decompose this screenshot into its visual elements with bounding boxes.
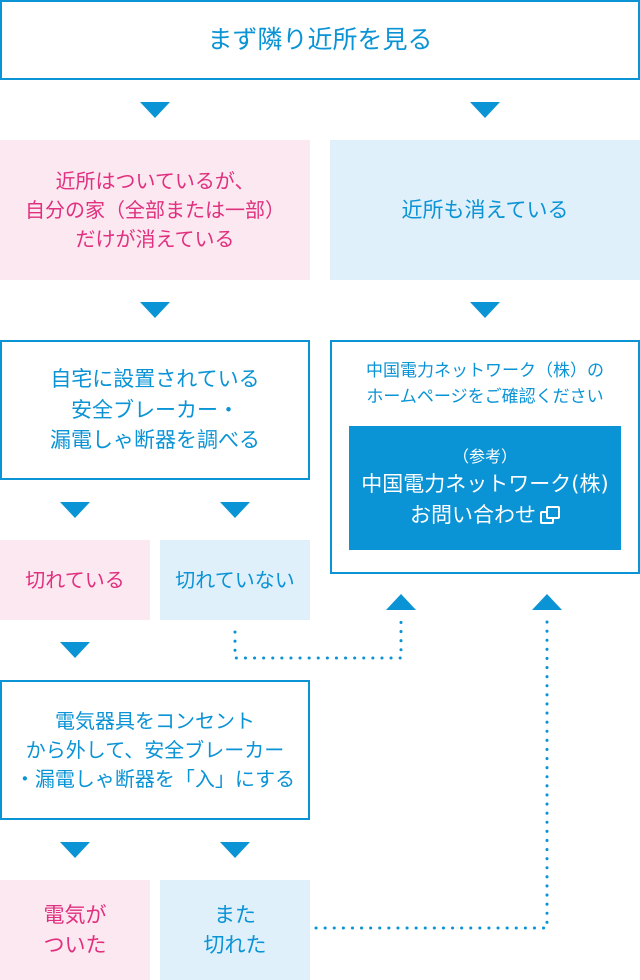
case-line: 近所はついているが、 [55,168,255,193]
arrow-down-icon [470,102,500,118]
link-action-row: お問い合わせ [410,500,560,532]
link-action: お問い合わせ [410,503,536,527]
step-line: 漏電しゃ断器を調べる [50,428,260,453]
link-sub: （参考） [452,446,517,466]
arrow-down-icon [220,502,250,518]
result-line: 電気が [43,902,107,927]
case-line: 近所も消えている [401,197,569,222]
result-tripped-again: また 切れた [160,880,310,980]
result-not-tripped: 切れていない [160,540,310,620]
case-neighborhood-out: 近所も消えている [330,140,640,280]
step-line: ・漏電しゃ断器を「入」にする [14,766,296,791]
arrow-down-icon [60,502,90,518]
case-line: 自分の家（全部または一部） [25,197,285,222]
result-line: また [214,902,256,927]
arrow-down-icon [140,302,170,318]
result-line: 切れた [203,933,267,957]
step-line: 自宅に設置されている [50,367,260,392]
arrow-up-icon [532,594,562,610]
arrow-down-icon [140,102,170,118]
link-name: 中国電力ネットワーク(株) [361,471,609,496]
contact-link-button[interactable]: （参考） 中国電力ネットワーク(株) お問い合わせ [349,426,621,550]
arrow-down-icon [470,302,500,318]
external-link-icon [540,506,560,524]
step-check-neighbors-label: まず隣り近所を見る [207,24,433,54]
contact-line: 中国電力ネットワーク（株）の [366,361,604,381]
case-only-my-house-out: 近所はついているが、 自分の家（全部または一部） だけが消えている [0,140,310,280]
arrow-down-icon [220,842,250,858]
step-check-breaker: 自宅に設置されている 安全ブレーカー・ 漏電しゃ断器を調べる [0,340,310,480]
arrow-up-icon [386,594,416,610]
step-line: 電気器具をコンセント [55,708,255,733]
step-line: 安全ブレーカー・ [71,397,239,422]
arrow-down-icon [60,842,90,858]
case-line: だけが消えている [75,226,235,251]
step-unplug-and-reset: 電気器具をコンセント から外して、安全ブレーカー ・漏電しゃ断器を「入」にする [0,680,310,820]
result-line: ついた [43,933,107,957]
contact-line: ホームページをご確認ください [366,387,604,408]
arrow-down-icon [60,642,90,658]
result-label: 切れていない [175,567,295,592]
result-tripped: 切れている [0,540,150,620]
step-line: から外して、安全ブレーカー [25,737,285,762]
step-check-neighbors: まず隣り近所を見る [0,0,640,80]
result-label: 切れている [25,567,125,592]
result-power-on: 電気が ついた [0,880,150,980]
